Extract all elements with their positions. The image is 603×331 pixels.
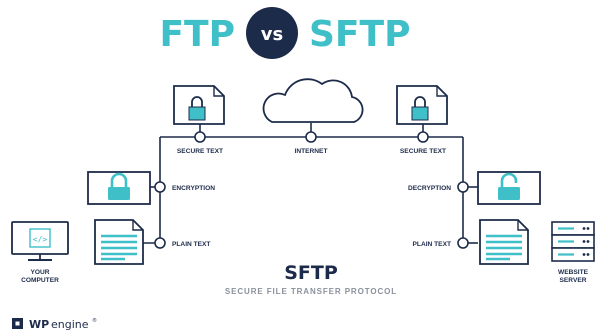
secure-text-right-label: SECURE TEXT — [400, 148, 446, 155]
secure-text-left-label: SECURE TEXT — [177, 148, 223, 155]
node-secure-text-right — [417, 131, 429, 143]
center-title: SFTP — [284, 262, 338, 284]
brand-registered-mark: ® — [92, 317, 97, 324]
plain-text-right-label: PLAIN TEXT — [413, 241, 451, 248]
node-plain-text-left — [154, 237, 166, 249]
padlock-open-icon — [477, 171, 541, 205]
cloud-icon — [262, 78, 364, 123]
wpengine-logo-icon — [12, 318, 23, 329]
server-label-line1: WEBSITE — [558, 269, 589, 276]
node-encryption — [154, 181, 166, 193]
node-secure-text-left — [194, 131, 206, 143]
header: FTP vs SFTP — [159, 7, 410, 59]
server-label-line2: SERVER — [560, 277, 587, 284]
text-document-icon — [94, 219, 144, 265]
plain-text-left-label: PLAIN TEXT — [172, 241, 210, 248]
brand-logo: WP engine ® — [12, 317, 97, 331]
server-icon — [551, 221, 595, 262]
decryption-label: DECRYPTION — [408, 185, 451, 192]
vs-badge — [246, 7, 298, 59]
text-document-icon — [479, 219, 529, 265]
header-ftp-text: FTP — [159, 14, 235, 55]
lock-document-icon — [396, 85, 448, 125]
computer-label-line2: COMPUTER — [21, 277, 59, 284]
svg-text:</>: </> — [33, 235, 48, 244]
padlock-icon — [87, 171, 151, 205]
node-internet — [305, 131, 317, 143]
header-sftp-text: SFTP — [309, 14, 410, 55]
brand-engine-text: engine — [51, 318, 89, 331]
center-subtitle: SECURE FILE TRANSFER PROTOCOL — [225, 287, 397, 296]
lock-document-icon — [173, 85, 225, 125]
vs-badge-text: vs — [261, 24, 283, 45]
brand-wp-text: WP — [29, 318, 49, 331]
computer-icon: </> — [11, 221, 69, 261]
connector-nodes — [154, 131, 469, 249]
internet-label: INTERNET — [295, 148, 328, 155]
node-decryption — [457, 181, 469, 193]
encryption-label: ENCRYPTION — [172, 185, 215, 192]
node-plain-text-right — [457, 237, 469, 249]
computer-label-line1: YOUR — [30, 269, 49, 276]
